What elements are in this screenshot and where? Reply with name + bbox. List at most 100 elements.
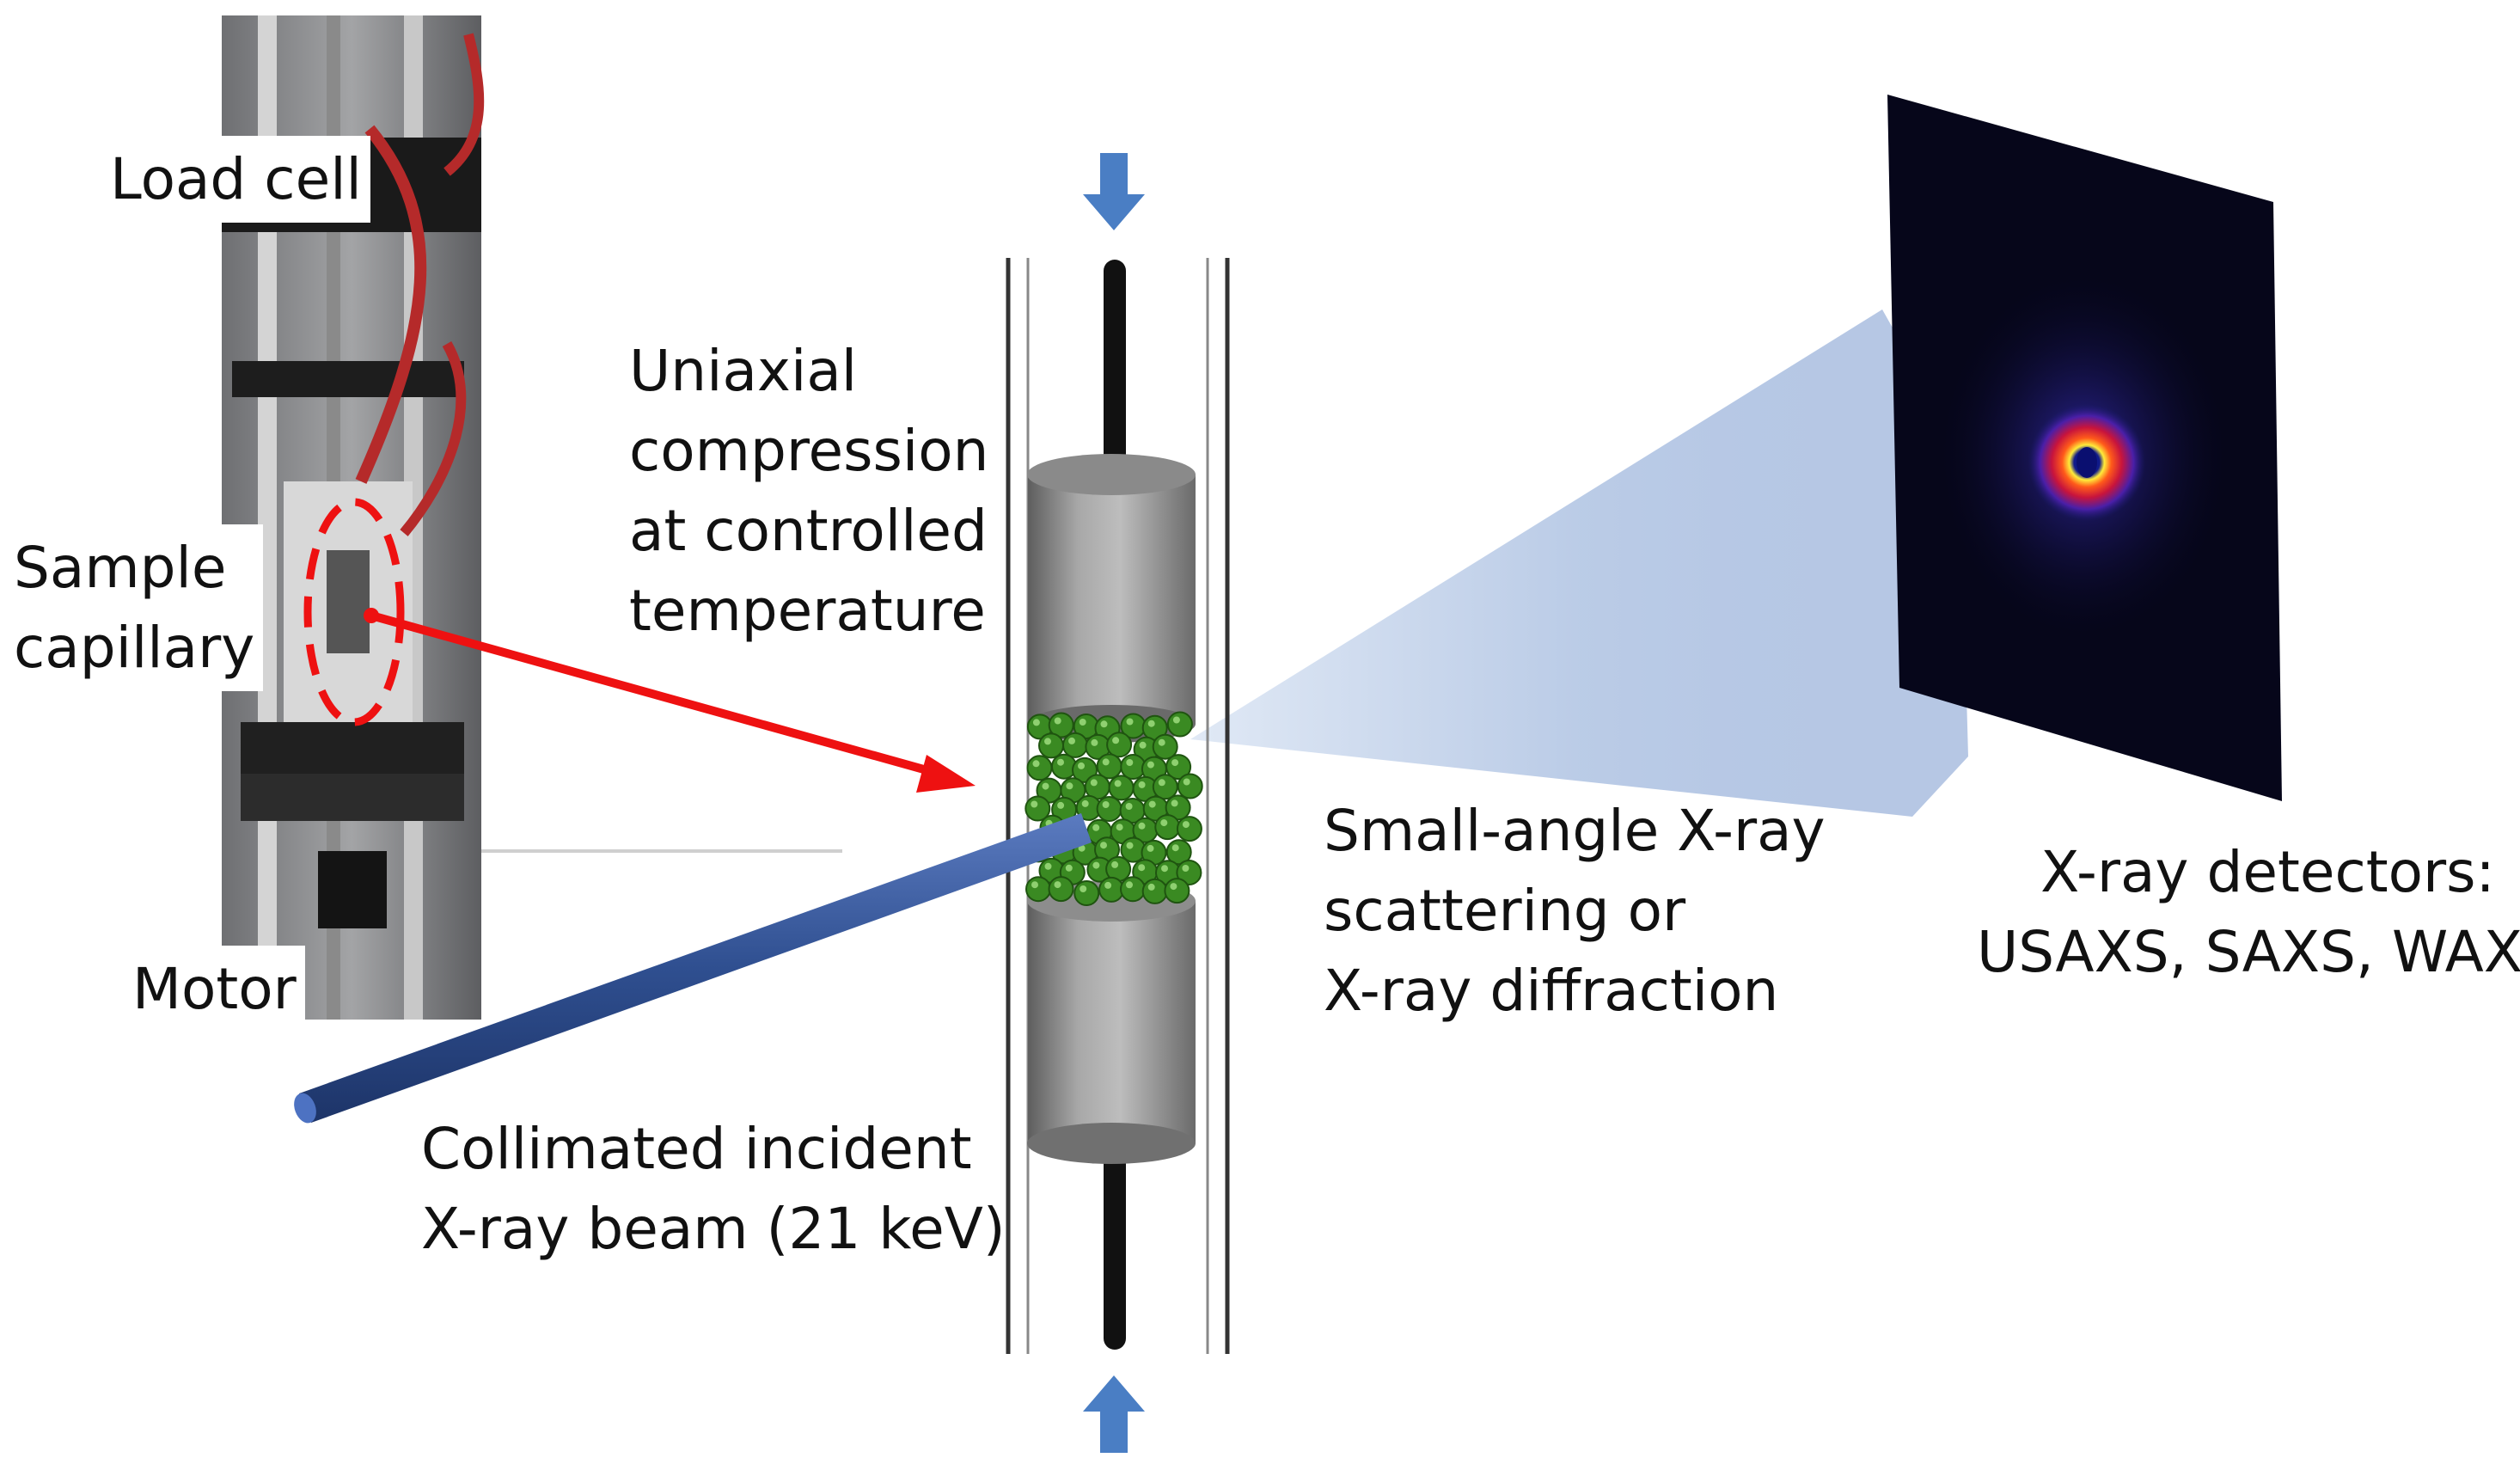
load-cell-label: Load cell: [101, 136, 370, 223]
sample-bead: [1166, 711, 1193, 738]
sample-bead: [1164, 878, 1190, 904]
sample-bead: [1120, 876, 1146, 903]
sample-bead-highlight: [1183, 778, 1190, 786]
sample-bead: [1073, 880, 1100, 906]
sample-bead-highlight: [1126, 759, 1134, 766]
incident-beam-label: Collimated incident X-ray beam (21 keV): [421, 1109, 1006, 1269]
scattering-line-1: Small-angle X-ray: [1324, 798, 1826, 864]
detector-panel: [1887, 95, 2282, 801]
detectors-line-1: X-ray detectors:: [2040, 839, 2495, 905]
sample-bead-highlight: [1138, 864, 1146, 872]
sample-bead-highlight: [1139, 741, 1147, 749]
sample-bead-highlight: [1158, 738, 1165, 746]
sample-bead-highlight: [1104, 881, 1112, 889]
sample-bead-highlight: [1078, 762, 1085, 769]
sample-bead-highlight: [1182, 821, 1190, 829]
compression-line-3: at controlled: [629, 498, 988, 564]
top-rod: [1104, 260, 1126, 475]
compression-line-1: Uniaxial: [629, 338, 858, 404]
sample-bead-highlight: [1182, 865, 1190, 872]
sample-bead: [1096, 796, 1122, 822]
sample-bead-highlight: [1138, 781, 1146, 788]
sample-bead-highlight: [1042, 782, 1049, 790]
sample-bead-highlight: [1171, 799, 1178, 807]
sample-bead-highlight: [1079, 719, 1086, 726]
sample-bead: [1106, 732, 1133, 758]
sample-bead-highlight: [1112, 737, 1120, 744]
sample-bead: [1152, 774, 1178, 800]
sample-bead: [1048, 876, 1074, 903]
sample-bead-highlight: [1126, 881, 1133, 889]
sample-bead-highlight: [1091, 738, 1098, 746]
up-force-arrow: [1083, 1375, 1145, 1453]
sample-bead-highlight: [1171, 759, 1179, 767]
sample-bead-highlight: [1068, 737, 1075, 744]
sample-bead-highlight: [1032, 719, 1040, 726]
sample-bead-highlight: [1054, 717, 1061, 725]
sample-bead-highlight: [1066, 782, 1073, 790]
sample-bead-highlight: [1116, 824, 1123, 831]
sample-bead: [1108, 775, 1135, 801]
sample-bead-highlight: [1111, 861, 1119, 868]
scattering-cone: [1190, 309, 1968, 817]
sample-bead-highlight: [1171, 844, 1179, 852]
sample-bead-highlight: [1170, 883, 1177, 891]
sample-bead-highlight: [1147, 720, 1155, 727]
sample-capillary-label: Sample capillary: [5, 524, 264, 691]
sample-bead: [1038, 732, 1064, 759]
sample-bead-highlight: [1090, 779, 1098, 787]
sample-bead-highlight: [1092, 824, 1100, 831]
sample-bead-highlight: [1147, 883, 1155, 891]
sample-bead-highlight: [1092, 861, 1100, 869]
incident-beam-line-2: X-ray beam (21 keV): [421, 1196, 1006, 1262]
sample-bead: [1154, 814, 1181, 841]
sample-bead-highlight: [1100, 842, 1107, 849]
sample-bead-highlight: [1080, 885, 1087, 892]
upper-piston: [1027, 454, 1196, 743]
sample-bead: [1062, 732, 1088, 758]
sample-bead-highlight: [1148, 800, 1156, 808]
compression-line-2: compression: [629, 418, 989, 484]
sample-bead-highlight: [1126, 842, 1134, 849]
sample-bead: [1026, 755, 1053, 781]
sample-bead: [1141, 878, 1168, 904]
sample-bead-highlight: [1081, 799, 1089, 807]
sample-bead-highlight: [1160, 819, 1168, 827]
sample-bead: [1177, 773, 1203, 799]
sample-bead-highlight: [1057, 801, 1065, 809]
sample-bead-highlight: [1147, 844, 1154, 852]
lower-piston: [1027, 880, 1196, 1164]
incident-beam-line-1: Collimated incident: [421, 1116, 972, 1182]
sample-bead: [1176, 816, 1202, 842]
sample-bead-highlight: [1032, 760, 1040, 768]
sample-beads: [1025, 711, 1203, 906]
sample-bead-highlight: [1125, 803, 1133, 810]
sample-bead-highlight: [1057, 758, 1064, 766]
detectors-label: X-ray detectors: USAXS, SAXS, WAXS: [1977, 832, 2520, 992]
scattering-line-3: X-ray diffraction: [1324, 958, 1779, 1024]
sample-bead-highlight: [1147, 761, 1154, 769]
sample-bead: [1098, 876, 1125, 903]
scattering-line-2: scattering or: [1324, 878, 1686, 944]
sample-bead-highlight: [1102, 801, 1110, 808]
bottom-rod: [1104, 1135, 1126, 1350]
sample-bead-highlight: [1054, 881, 1061, 889]
sample-bead-highlight: [1065, 864, 1073, 872]
sample-capillary-line-1: Sample: [14, 535, 227, 601]
pointer-arrow: [364, 608, 976, 793]
sample-bead-highlight: [1138, 822, 1146, 830]
compression-label: Uniaxial compression at controlled tempe…: [629, 331, 988, 651]
sample-bead-highlight: [1161, 865, 1168, 873]
sample-bead-highlight: [1114, 780, 1122, 787]
motor-label: Motor: [124, 946, 305, 1032]
sample-bead-highlight: [1031, 881, 1038, 889]
sample-bead-highlight: [1158, 779, 1165, 787]
compression-line-4: temperature: [629, 578, 986, 644]
sample-bead-highlight: [1126, 718, 1134, 726]
detectors-line-2: USAXS, SAXS, WAXS: [1977, 919, 2520, 985]
sample-bead: [1025, 876, 1051, 903]
sample-bead-highlight: [1100, 720, 1108, 728]
sample-bead-highlight: [1044, 862, 1052, 870]
sample-bead: [1120, 754, 1147, 780]
